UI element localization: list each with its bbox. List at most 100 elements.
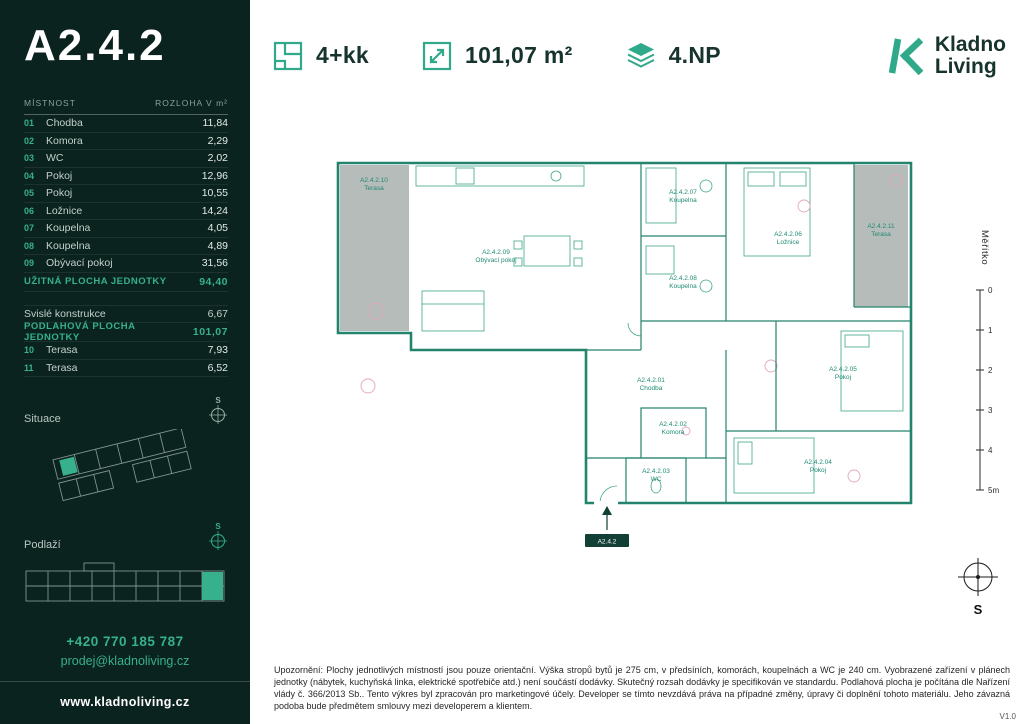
terrace-right-area [854, 165, 908, 307]
room-area: 2,29 [207, 134, 228, 147]
room-title: Chodba [640, 385, 663, 392]
room-title: Terasa [364, 185, 384, 192]
area-value: 101,07 m² [465, 42, 573, 69]
room-title: Koupelna [669, 283, 697, 290]
room-title: Komora [662, 429, 685, 436]
entry-arrow-head [602, 506, 612, 515]
column-room: MÍSTNOST [24, 98, 76, 108]
room-name: Terasa [46, 361, 78, 374]
layout-value: 4+kk [316, 42, 370, 69]
usable-area-value: 94,40 [199, 275, 228, 288]
room-number: 10 [24, 345, 35, 356]
room-name: Komora [46, 134, 83, 147]
room-title: Ložnice [777, 239, 800, 246]
layout-icon [273, 41, 303, 70]
room-number: 04 [24, 170, 35, 181]
brand-line2: Living [934, 54, 997, 78]
email-link[interactable]: prodej@kladnoliving.cz [60, 654, 190, 668]
scale-ruler: 0 1 2 3 4 5m [976, 286, 999, 495]
room-title: Koupelna [669, 197, 697, 204]
vertical-structures-label: Svislé konstrukce [24, 307, 106, 320]
plant-decorations [360, 174, 903, 483]
floor-area-value: 101,07 [192, 326, 228, 338]
room-number: 07 [24, 223, 35, 234]
svg-text:S: S [215, 522, 221, 531]
svg-text:5m: 5m [988, 486, 999, 495]
room-title: Pokoj [835, 374, 851, 381]
brand-name: Kladno Living [935, 34, 1006, 77]
disclaimer-text: Upozornění: Plochy jednotlivých místnost… [274, 664, 1010, 711]
room-number: 06 [24, 205, 35, 216]
furniture-layer [415, 165, 904, 504]
svg-text:3: 3 [988, 406, 993, 415]
room-title: Obývací pokoj [475, 257, 516, 264]
room-area: 14,24 [201, 204, 228, 217]
entry-unit-label: A2.4.2 [598, 539, 617, 546]
room-number: 02 [24, 135, 35, 146]
compass-icon: S [209, 396, 227, 424]
room-name: Pokoj [46, 187, 73, 200]
room-area: 10,55 [201, 187, 228, 200]
room-title: WC [651, 476, 662, 483]
room-number: 05 [24, 188, 35, 199]
logo-mark-icon [888, 37, 924, 75]
room-area: 12,96 [201, 169, 228, 182]
area-icon [422, 41, 452, 70]
room-name: Terasa [46, 344, 78, 357]
table-row: 04 Pokoj 12,96 [24, 168, 228, 185]
room-area: 31,56 [201, 257, 228, 270]
highlighted-unit-block [59, 456, 78, 476]
room-area: 6,52 [207, 361, 228, 374]
north-compass-icon: S [958, 558, 998, 617]
scale-tick-labels: 0 1 2 3 4 5m [988, 286, 999, 495]
floor-value: 4.NP [668, 42, 721, 69]
table-header: MÍSTNOST ROZLOHA V m² [24, 98, 228, 115]
contact-block: +420 770 185 787 prodej@kladnoliving.cz … [0, 634, 250, 724]
floor-strip-plan [25, 562, 225, 602]
entry-unit-tag [585, 534, 629, 547]
room-name: Chodba [46, 117, 83, 130]
website-link[interactable]: www.kladnoliving.cz [60, 695, 190, 709]
phone-link[interactable]: +420 770 185 787 [66, 634, 184, 649]
compass-icon: S [209, 522, 227, 550]
table-row: 02 Komora 2,29 [24, 133, 228, 150]
room-name: Pokoj [46, 169, 73, 182]
compass-north-letter: S [974, 602, 983, 617]
floor-area-label: PODLAHOVÁ PLOCHA JEDNOTKY [24, 321, 136, 343]
layout-spec: 4+kk [272, 40, 369, 72]
podlazi-section-header: Podlaží S [24, 521, 228, 551]
room-code: A2.4.2.02 [659, 421, 687, 428]
room-name: Obývací pokoj [46, 257, 113, 270]
situace-section-header: Situace S [24, 395, 228, 425]
podlazi-label: Podlaží [24, 539, 61, 551]
floor-spec: 4.NP [625, 40, 721, 72]
column-area: ROZLOHA V m² [155, 98, 228, 108]
room-name: Ložnice [46, 204, 83, 217]
room-code: A2.4.2.06 [774, 231, 802, 238]
unit-title: A2.4.2 [24, 21, 166, 70]
room-code: A2.4.2.11 [867, 223, 895, 230]
area-spec: 101,07 m² [421, 40, 573, 72]
room-code: A2.4.2.10 [360, 177, 388, 184]
table-row: 05 Pokoj 10,55 [24, 185, 228, 203]
room-area: 4,89 [207, 239, 228, 252]
room-name: WC [46, 152, 64, 165]
room-number: 09 [24, 258, 35, 269]
website-divider: www.kladnoliving.cz [0, 681, 250, 724]
svg-text:1: 1 [988, 326, 993, 335]
room-name: Koupelna [46, 222, 91, 235]
svg-text:S: S [215, 396, 221, 405]
room-area: 7,93 [207, 344, 228, 357]
room-code: A2.4.2.07 [669, 189, 697, 196]
room-code: A2.4.2.01 [637, 377, 665, 384]
room-title: Terasa [871, 231, 891, 238]
table-row: 06 Ložnice 14,24 [24, 203, 228, 220]
